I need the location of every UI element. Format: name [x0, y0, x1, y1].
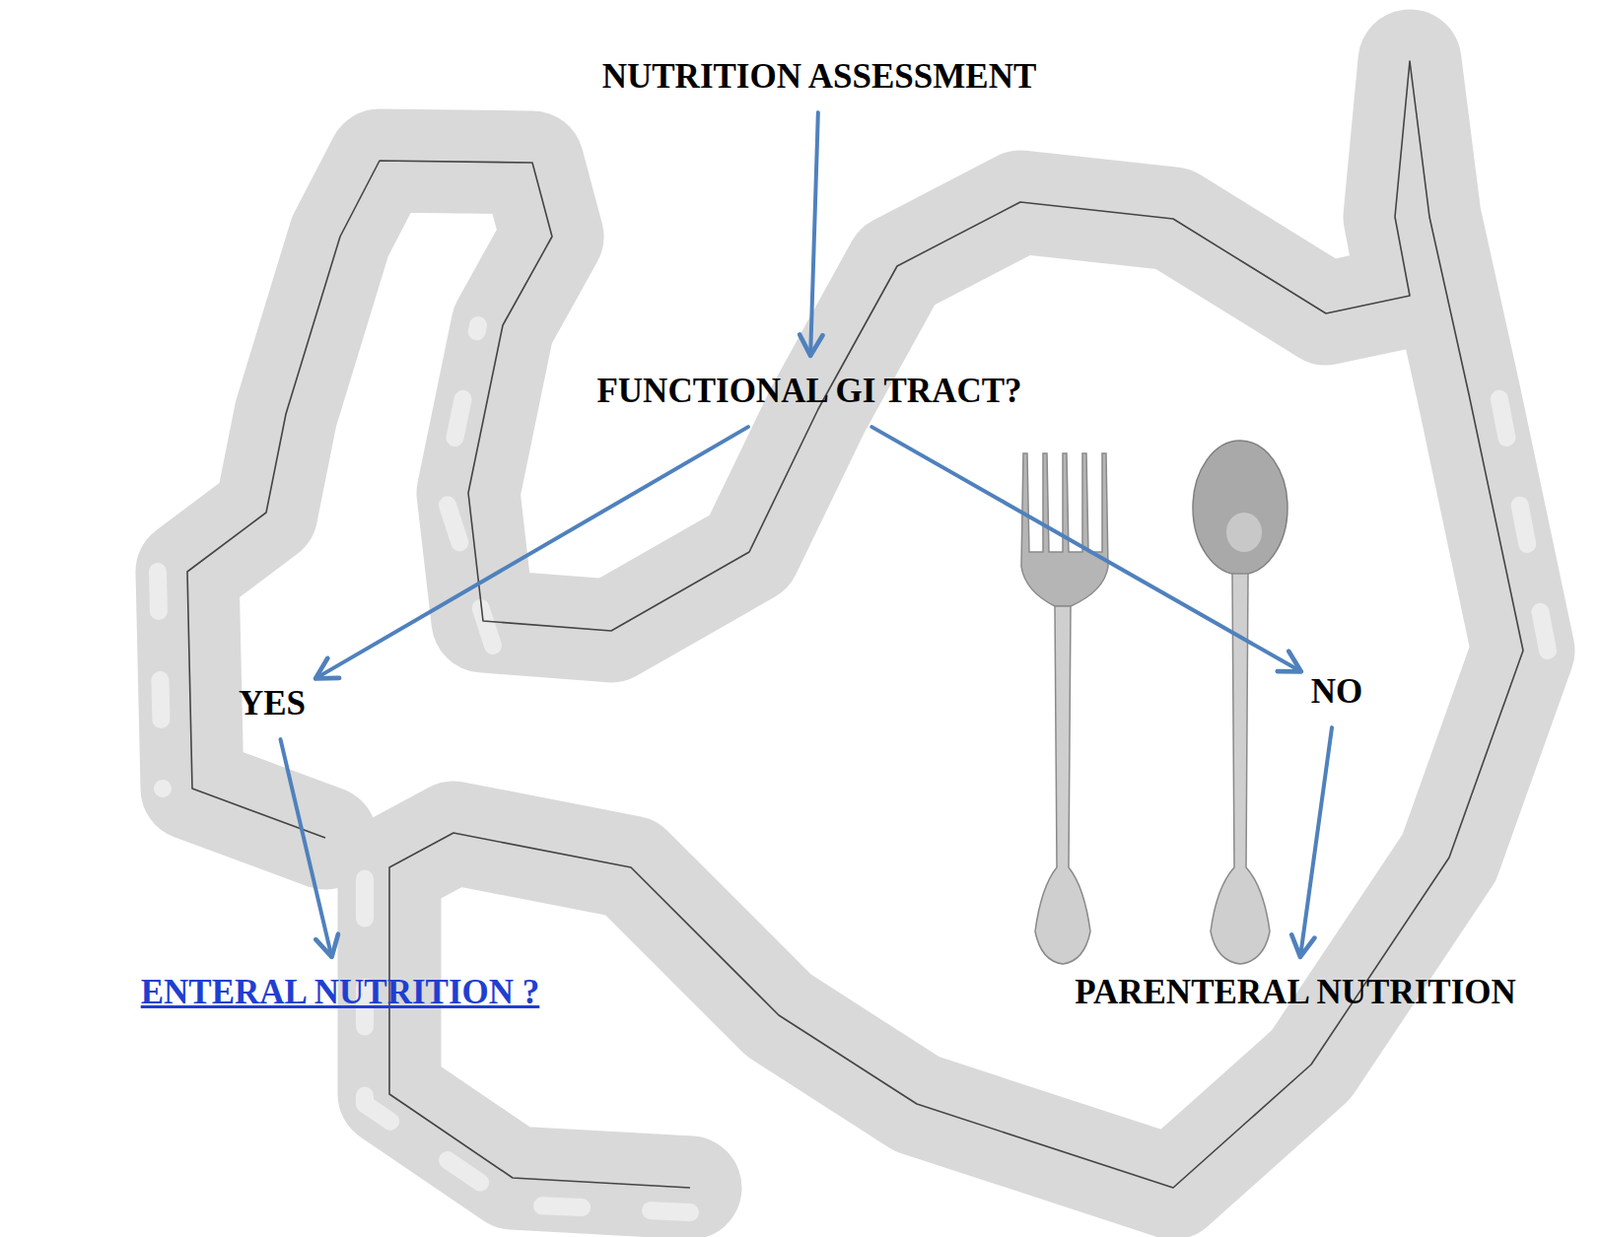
bowel-lumen-line [187, 61, 1524, 1188]
process-label: NUTRITION ASSESSMENT [598, 55, 1042, 99]
spoon-illustration [1192, 440, 1288, 965]
node-text: PARENTERAL NUTRITION [1074, 973, 1517, 1013]
node-text: ENTERAL NUTRITION ? [140, 973, 541, 1013]
outcome-label: PARENTERAL NUTRITION [1070, 971, 1521, 1015]
node-text: NUTRITION ASSESSMENT [602, 57, 1038, 97]
bowel-fold-highlight [157, 325, 1548, 1213]
fork-handle [1035, 606, 1091, 965]
bowel-illustration [157, 61, 1548, 1213]
spoon-bowl-shine [1226, 512, 1262, 553]
node-text: FUNCTIONAL GI TRACT? [596, 371, 1022, 412]
spoon-handle [1210, 573, 1270, 965]
flow-arrow [1300, 727, 1332, 958]
answer-label: YES [234, 682, 310, 726]
fork-illustration [1021, 453, 1109, 965]
node-text: YES [238, 684, 306, 724]
outcome-link: ENTERAL NUTRITION ? [137, 971, 545, 1015]
flow-arrow [871, 426, 1301, 672]
fork-head [1021, 453, 1109, 607]
flow-arrow [315, 426, 749, 679]
node-text: NO [1311, 672, 1364, 712]
bowel-band [187, 61, 1524, 1188]
flow-arrow [810, 112, 819, 356]
connector-group [280, 112, 1333, 958]
decision-label: FUNCTIONAL GI TRACT? [592, 369, 1026, 414]
spoon-bowl [1192, 440, 1288, 575]
flow-arrow [280, 739, 333, 958]
answer-label: NO [1307, 670, 1368, 714]
